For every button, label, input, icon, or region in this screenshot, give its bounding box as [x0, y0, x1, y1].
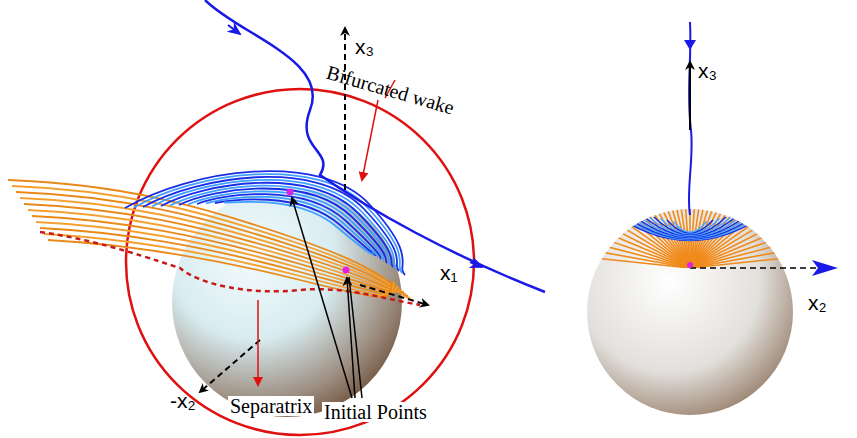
separatrix-line — [40, 232, 420, 305]
streamline — [152, 180, 396, 269]
leader — [349, 277, 362, 398]
sphere — [172, 187, 402, 417]
axis — [200, 340, 260, 392]
streamline — [641, 214, 739, 236]
streamline — [689, 22, 692, 215]
flow-arrow — [470, 262, 482, 267]
streamlines — [580, 190, 810, 268]
initial-point — [343, 267, 350, 274]
streamline — [674, 222, 707, 233]
streamline — [188, 191, 384, 261]
flow-arrow — [684, 40, 696, 50]
axis — [344, 28, 346, 190]
streamline — [134, 174, 402, 273]
initial-point — [687, 262, 693, 268]
axis-label: x₃ — [355, 36, 374, 57]
initial-point — [287, 189, 294, 196]
annotation: Separatrix — [228, 396, 314, 416]
axis — [690, 267, 825, 269]
leader — [292, 198, 352, 398]
annotation: Initial Points — [322, 402, 429, 422]
leader — [257, 300, 259, 385]
ring — [126, 89, 474, 435]
streamline — [667, 220, 713, 233]
leader — [362, 100, 378, 180]
axis-label: x₂ — [808, 292, 827, 313]
streamline — [125, 171, 405, 275]
streamline — [206, 197, 378, 257]
streamline — [690, 250, 810, 268]
streamline — [197, 194, 381, 259]
streamline — [654, 217, 726, 235]
streamline — [32, 216, 400, 292]
axis — [360, 285, 428, 305]
axis-label: x₁ — [440, 262, 458, 283]
flow-arrow — [228, 25, 240, 34]
streamline — [690, 238, 810, 268]
streamline — [635, 213, 746, 237]
streamline — [48, 240, 392, 297]
streamline — [224, 202, 372, 254]
streamline — [205, 0, 545, 292]
streamline — [170, 186, 390, 265]
streamline — [161, 183, 393, 267]
axis-label: -x₂ — [170, 390, 196, 411]
axis-label: x₃ — [698, 60, 717, 81]
streamline — [690, 214, 810, 268]
axis — [689, 62, 691, 130]
streamline — [648, 216, 733, 236]
axis-head — [812, 260, 838, 276]
streamline — [143, 177, 399, 271]
streamline — [661, 219, 720, 234]
